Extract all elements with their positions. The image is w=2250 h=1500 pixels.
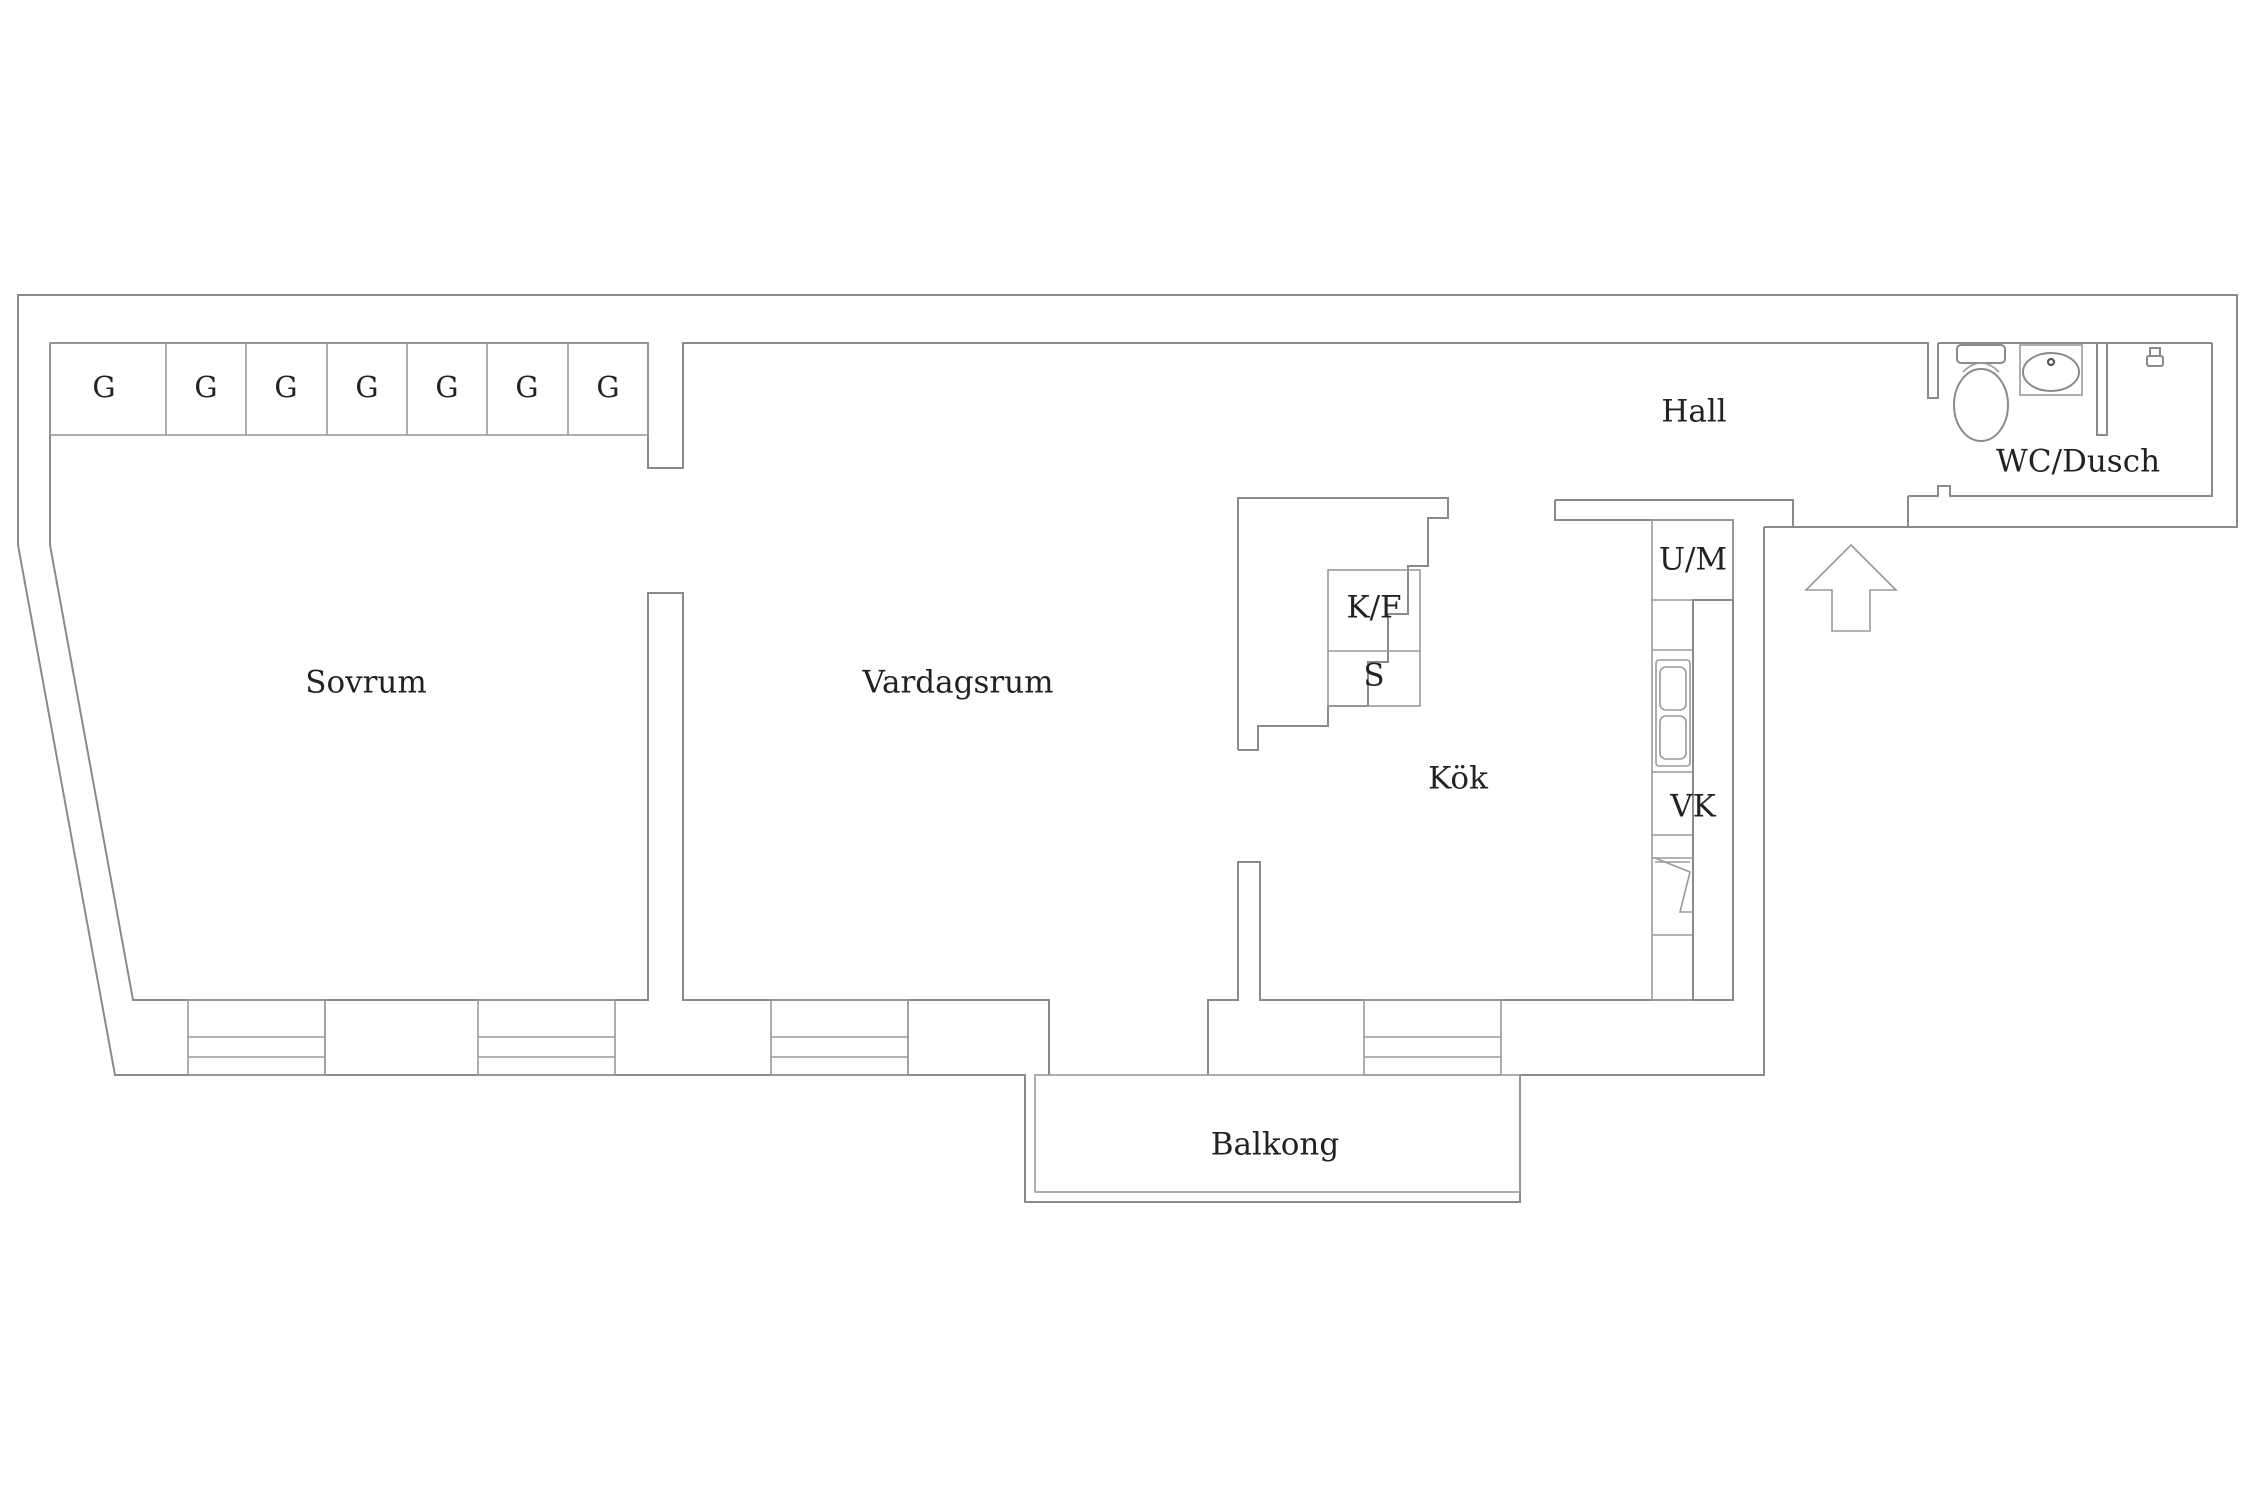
outer-walls [17, 294, 2238, 1203]
wardrobe-label: G [274, 370, 297, 404]
wardrobe-label: G [92, 370, 115, 404]
room-label-vardagsrum: Vardagsrum [861, 665, 1053, 701]
room-label-sovrum: Sovrum [305, 665, 427, 701]
bathroom-fixtures [1953, 344, 2164, 442]
up-arrow-icon [1804, 543, 1898, 632]
balcony [1034, 1074, 1521, 1193]
wardrobe-label: G [194, 370, 217, 404]
room-label-kok: Kök [1428, 761, 1488, 797]
kitchen-fixtures [1327, 519, 1734, 1001]
fixture-label-s: S [1363, 658, 1384, 694]
wardrobe-label: G [515, 370, 538, 404]
fixture-label-um: U/M [1659, 542, 1727, 578]
inner-walls [49, 342, 2213, 1075]
room-label-balkong: Balkong [1211, 1127, 1339, 1163]
room-label-wc-dusch: WC/Dusch [1996, 444, 2160, 480]
wardrobe-label: G [435, 370, 458, 404]
wardrobe-label: G [596, 370, 619, 404]
fixture-label-kf: K/F [1346, 590, 1401, 626]
room-label-hall: Hall [1661, 394, 1726, 430]
windows [187, 999, 1502, 1076]
fixture-label-vk: VK [1669, 789, 1716, 825]
wardrobe-label: G [355, 370, 378, 404]
wardrobe-row: G G G G G G G [49, 342, 649, 436]
